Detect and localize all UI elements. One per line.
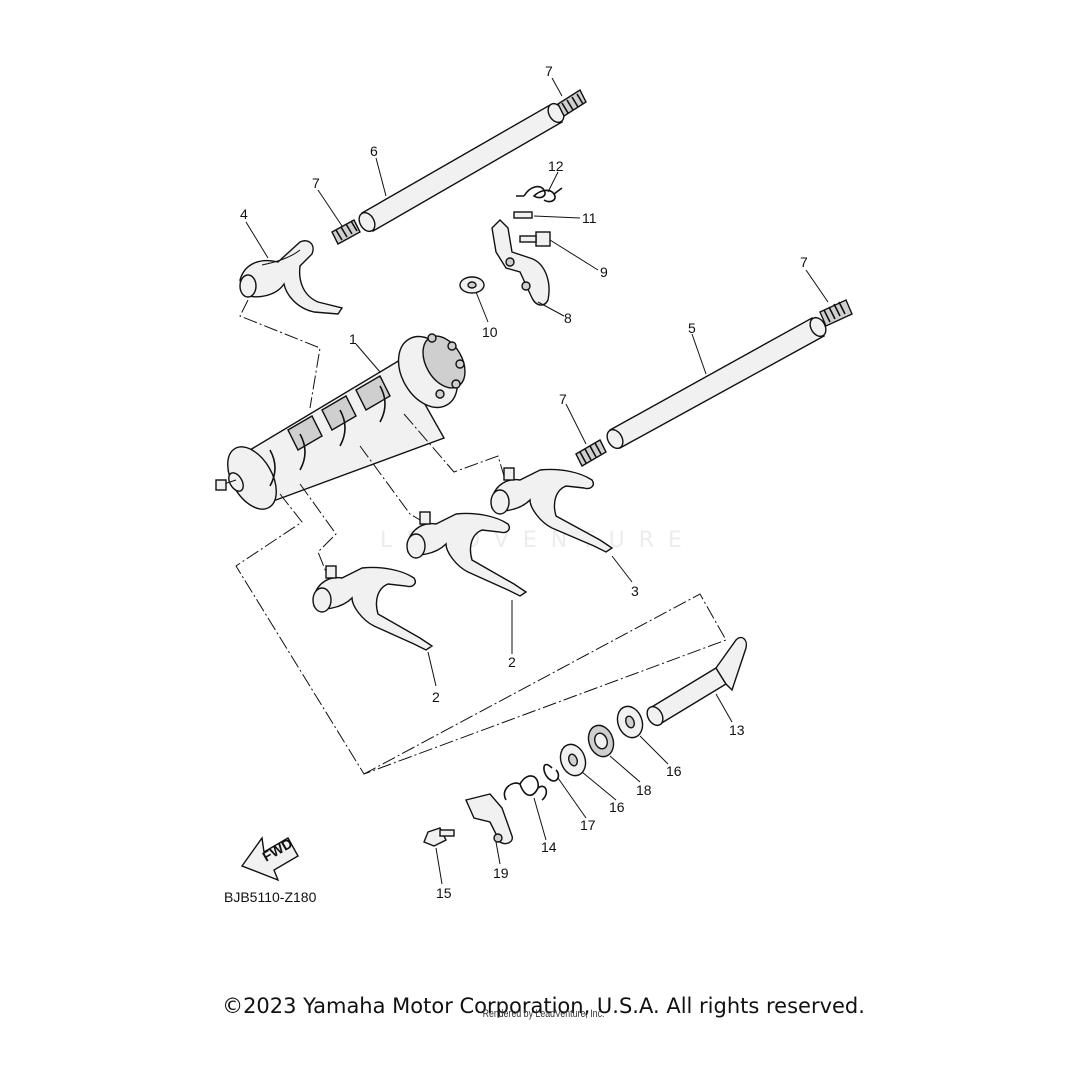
shift-fork-2-lower[interactable]: [312, 565, 434, 651]
assembly-line-fork4: [239, 299, 321, 409]
shift-fork-rod-upper[interactable]: [356, 101, 567, 234]
stopper-lever[interactable]: [491, 219, 550, 306]
circlip-17[interactable]: [543, 763, 560, 782]
stopper-bolt[interactable]: [519, 231, 551, 247]
leader-lines: [245, 77, 829, 885]
callout-7: 7: [312, 175, 320, 191]
shift-shaft[interactable]: [644, 636, 748, 729]
diagram-code: BJB5110-Z180: [224, 889, 317, 905]
shift-fork-2-middle[interactable]: [406, 511, 528, 597]
callout-7: 7: [559, 391, 567, 407]
oil-seal-18[interactable]: [584, 722, 617, 760]
callout-10: 10: [482, 324, 498, 340]
fwd-arrow-icon: FWD: [240, 835, 299, 882]
callout-5: 5: [688, 320, 696, 336]
callout-18: 18: [636, 782, 652, 798]
spring-upper-left[interactable]: [331, 219, 361, 245]
assembly-line-shaft: [235, 493, 727, 775]
shift-fork-rod-lower[interactable]: [604, 315, 829, 451]
callout-19: 19: [493, 865, 509, 881]
collar-11[interactable]: [513, 211, 533, 219]
shift-drum[interactable]: [215, 326, 474, 517]
spring-lower-left[interactable]: [575, 439, 607, 467]
callout-8: 8: [564, 310, 572, 326]
callout-12: 12: [548, 158, 564, 174]
stopper-19[interactable]: [465, 793, 513, 845]
assembly-line-fork2-mid: [359, 445, 421, 521]
callout-16: 16: [609, 799, 625, 815]
callout-14: 14: [541, 839, 557, 855]
callout-2: 2: [432, 689, 440, 705]
callout-6: 6: [370, 143, 378, 159]
rendered-by-credit: Rendered by LeadVenture, Inc.: [482, 1008, 605, 1020]
callout-9: 9: [600, 264, 608, 280]
callout-7: 7: [545, 63, 553, 79]
callout-4: 4: [240, 206, 248, 222]
callout-16: 16: [666, 763, 682, 779]
assembly-line-fork3: [403, 413, 505, 477]
callout-3: 3: [631, 583, 639, 599]
shift-fork-3[interactable]: [490, 467, 614, 553]
spring-upper-right[interactable]: [557, 88, 587, 118]
washer-16-right[interactable]: [613, 703, 646, 741]
callout-2: 2: [508, 654, 516, 670]
callout-15: 15: [436, 885, 452, 901]
spring-lower-right[interactable]: [819, 299, 853, 327]
callout-7: 7: [800, 254, 808, 270]
copyright-notice: ©2023 Yamaha Motor Corporation, U.S.A. A…: [222, 994, 865, 1018]
bolt-15[interactable]: [423, 827, 455, 847]
callout-1: 1: [349, 331, 357, 347]
assembly-line-fork2-low: [299, 483, 337, 573]
callouts: 1 2 2 3 4 5 6 7 7 7 7 8 9 10 11 12 13 14…: [240, 63, 808, 901]
callout-17: 17: [580, 817, 596, 833]
torsion-spring-12[interactable]: [516, 185, 563, 203]
callout-11: 11: [582, 210, 597, 226]
washer-10[interactable]: [459, 276, 485, 294]
callout-13: 13: [729, 722, 745, 738]
washer-16-left[interactable]: [556, 741, 589, 779]
return-spring-14[interactable]: [503, 775, 548, 801]
shift-fork-4[interactable]: [239, 240, 344, 315]
